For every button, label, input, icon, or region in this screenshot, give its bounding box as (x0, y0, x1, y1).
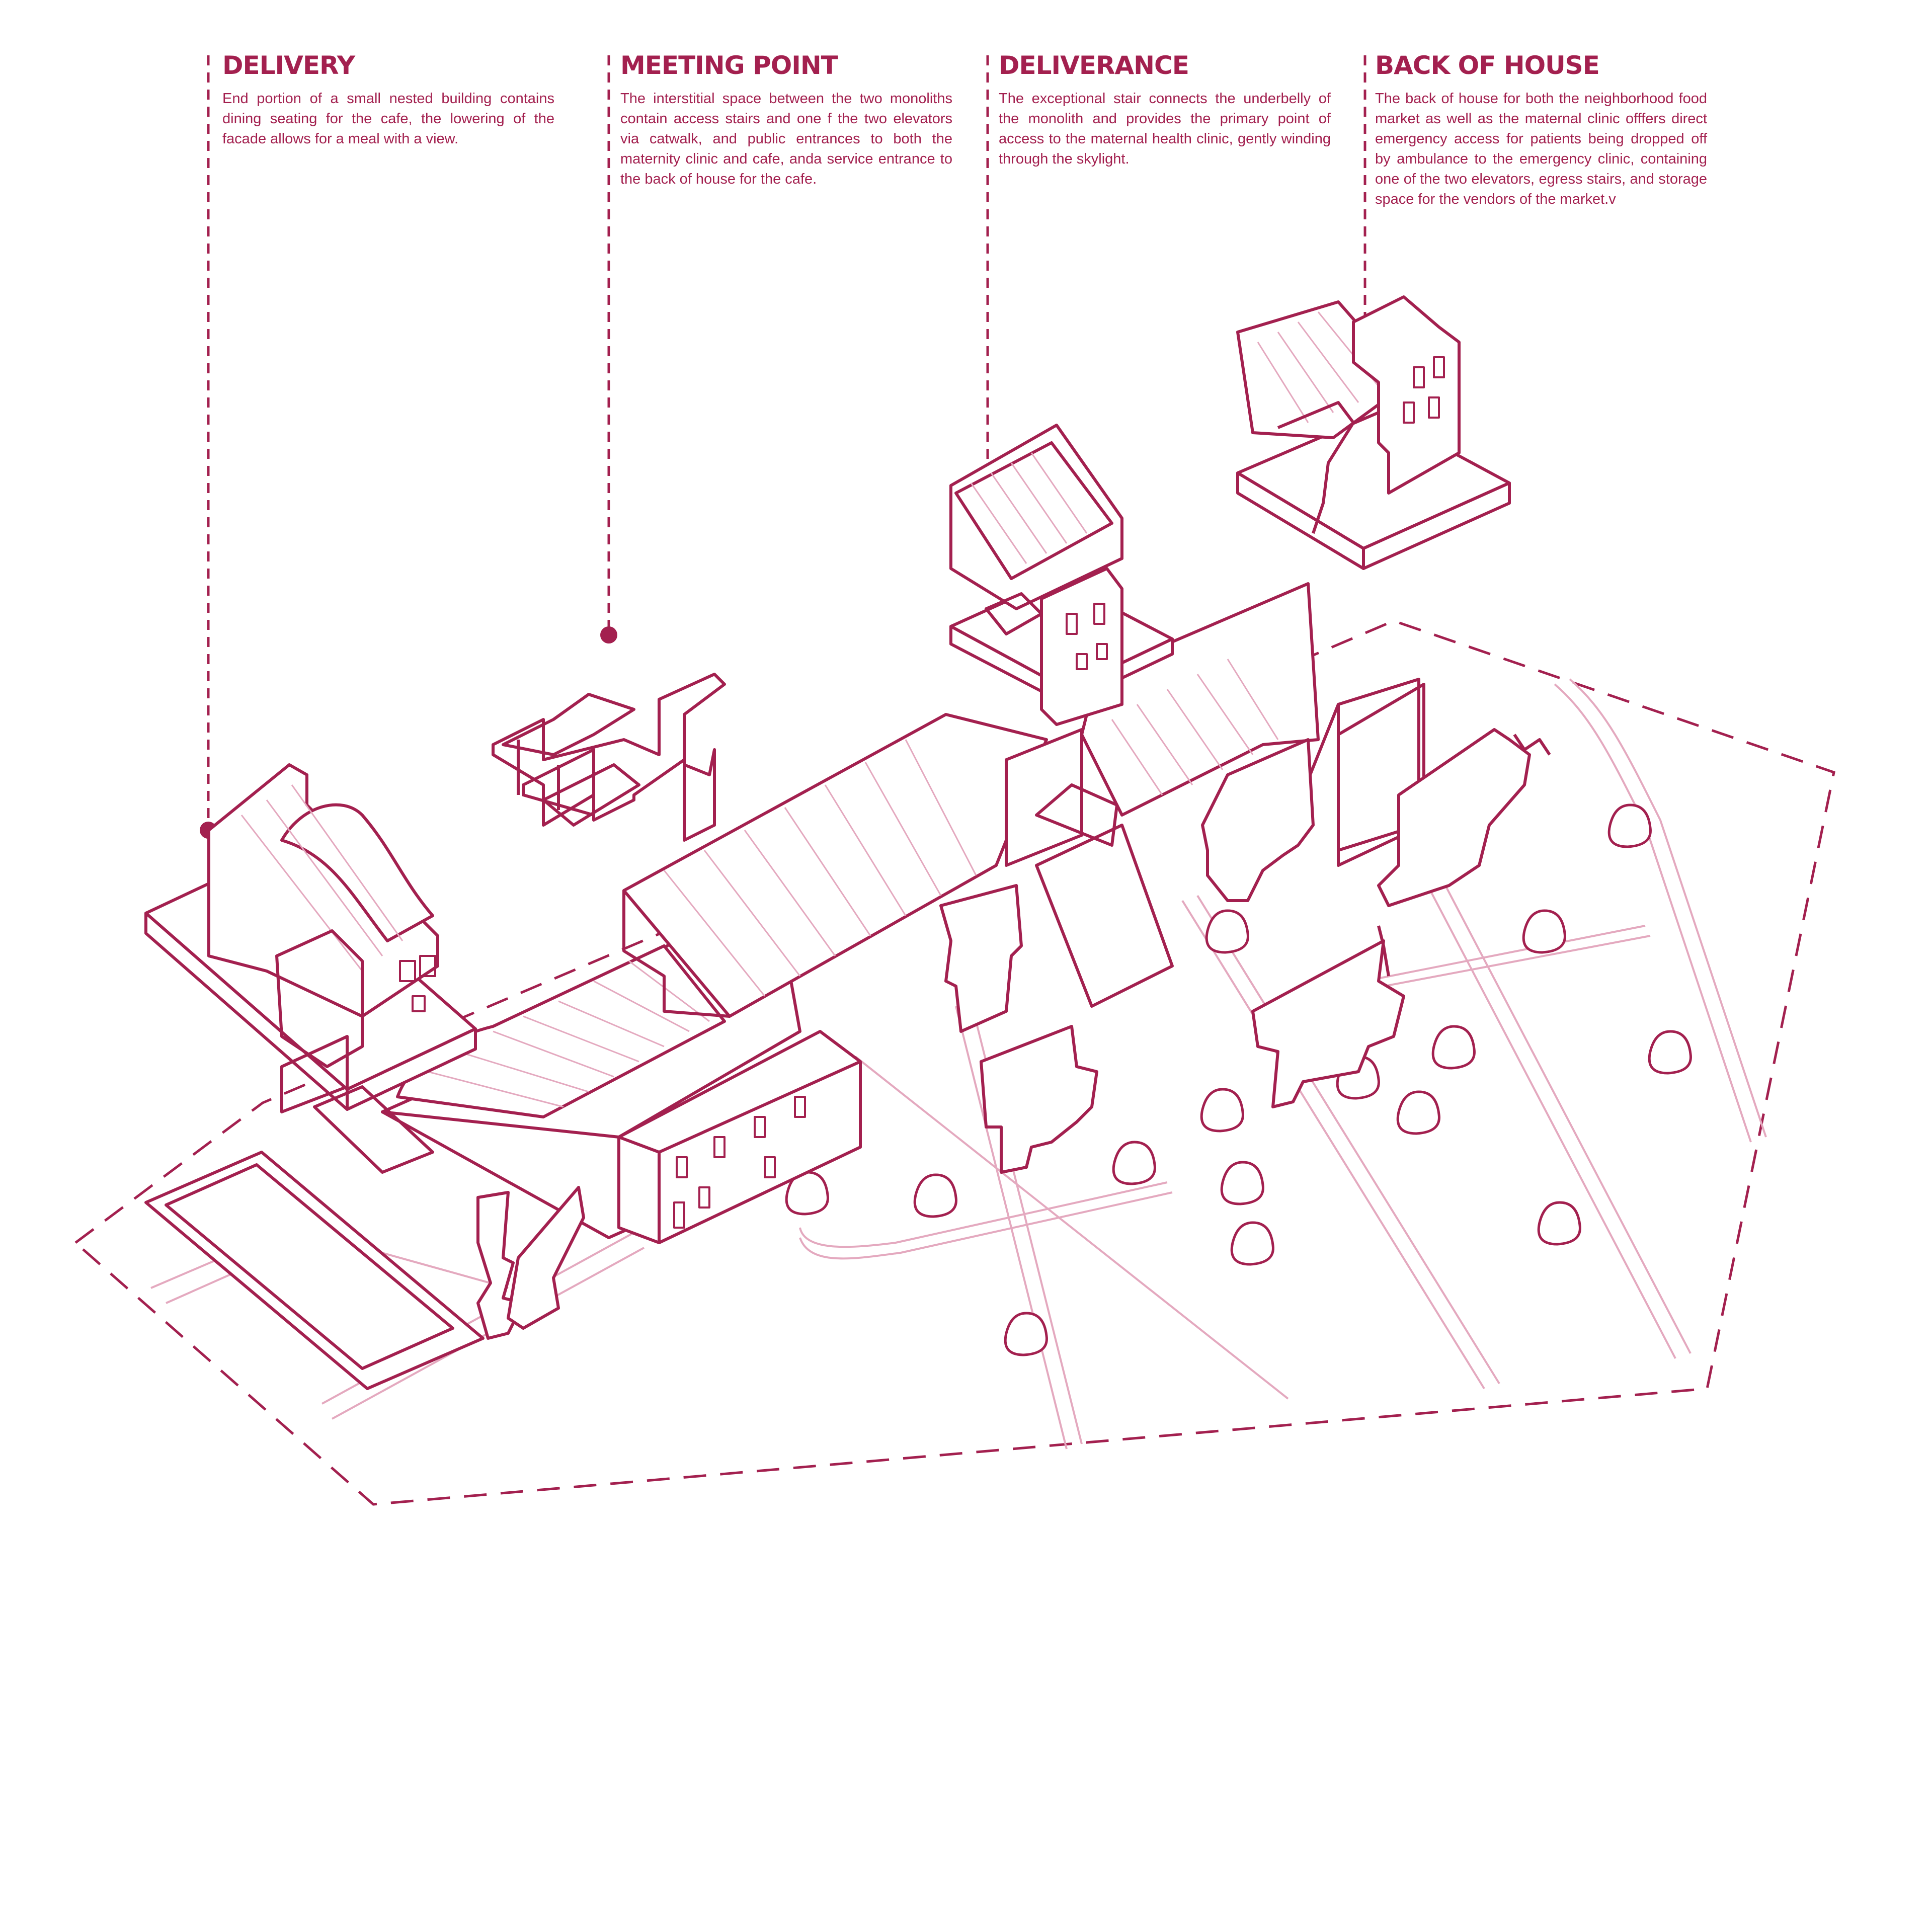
wall-fragment (939, 884, 1023, 1033)
callout-delivery: DELIVERY End portion of a small nested b… (222, 49, 554, 149)
boh-tower (1352, 295, 1461, 495)
meeting-point-module (492, 673, 726, 842)
stair-core (1005, 728, 1083, 867)
callout-meeting-point: MEETING POINT The interstitial space bet… (620, 49, 952, 189)
building-masses (144, 582, 1551, 1390)
callout-title: DELIVERANCE (999, 51, 1189, 80)
delivery-module (144, 763, 477, 1174)
wall-fragment (1201, 738, 1315, 902)
wall-fragment (1377, 728, 1531, 907)
deliverance-module (949, 424, 1174, 726)
trees (785, 803, 1692, 1365)
back-of-house-module (1236, 295, 1511, 570)
leader-lines (207, 55, 1366, 825)
deliverance-facade (1040, 567, 1123, 726)
callout-body: The exceptional stair connects the under… (999, 91, 1331, 167)
delivery-canopy (280, 803, 434, 942)
facade-block-center (617, 1030, 862, 1244)
callout-title: DELIVERY (222, 51, 355, 80)
wall-fragment (507, 1186, 585, 1330)
callout-back-of-house: BACK OF HOUSE The back of house for both… (1375, 49, 1707, 209)
marker-dot (600, 626, 617, 643)
callout-body: The interstitial space between the two m… (620, 91, 952, 187)
cafe-base-slab (144, 1151, 485, 1390)
deliverance-roof (954, 441, 1113, 580)
callout-title: BACK OF HOUSE (1375, 51, 1600, 80)
callout-title: MEETING POINT (620, 51, 838, 80)
callout-body: End portion of a small nested building c… (222, 91, 554, 147)
wall-fragment (980, 1025, 1098, 1174)
callout-body: The back of house for both the neighborh… (1375, 91, 1707, 207)
courtyard-opening (1035, 824, 1174, 1008)
site-boundary (73, 619, 1835, 1506)
wall-fragment (1251, 939, 1405, 1108)
callout-deliverance: DELIVERANCE The exceptional stair connec… (999, 49, 1331, 169)
meeting-point-frame (492, 673, 726, 842)
